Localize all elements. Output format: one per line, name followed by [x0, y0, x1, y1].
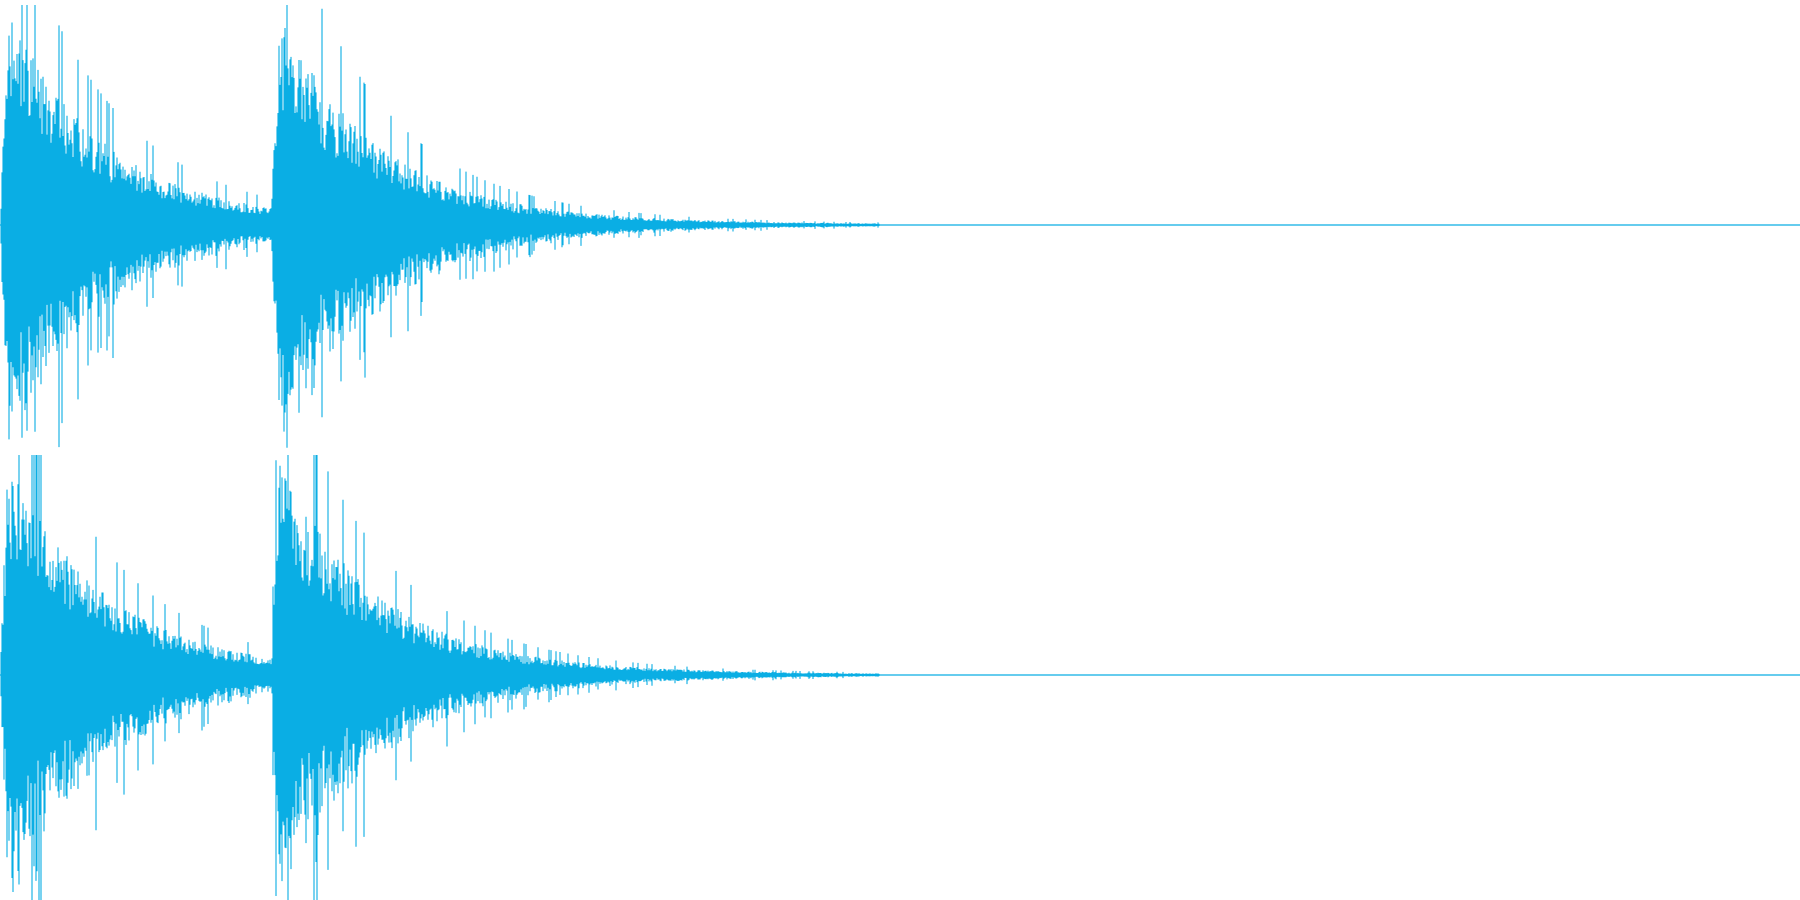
waveform-samples: [0, 5, 880, 448]
waveform-channel-right: [0, 455, 1800, 900]
waveform-channel-left: [0, 5, 1800, 448]
waveform-samples: [0, 455, 880, 900]
